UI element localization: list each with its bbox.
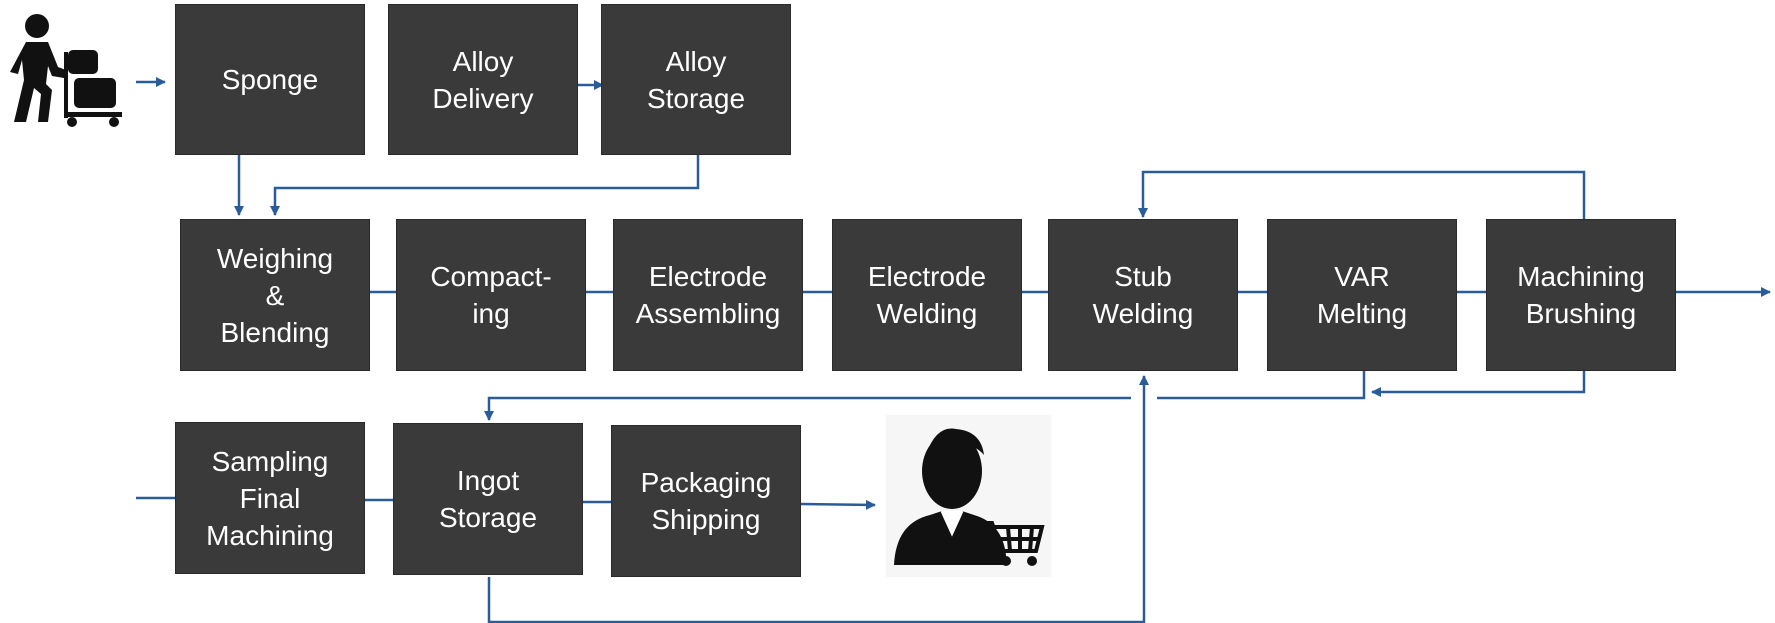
step-machining-brushing-label: Machining Brushing xyxy=(1517,261,1645,329)
step-sampling-final-machining: Sampling Final Machining xyxy=(175,422,365,574)
step-ingot-storage: Ingot Storage xyxy=(393,423,583,575)
step-electrode-assembling: Electrode Assembling xyxy=(613,219,803,371)
step-electrode-assembling-label: Electrode Assembling xyxy=(635,261,781,329)
step-sampling-final-machining-label: Sampling Final Machining xyxy=(206,445,334,551)
step-sponge-label: Sponge xyxy=(221,64,319,95)
step-packaging-shipping: Packaging Shipping xyxy=(611,425,801,577)
arrow-to-ingot-storage xyxy=(484,396,1131,421)
arrow-alloystorage-to-weighing xyxy=(270,155,700,216)
step-electrode-welding: Electrode Welding xyxy=(832,219,1022,371)
arrow-packaging-to-customer xyxy=(800,499,876,510)
arrow-machining-return xyxy=(1371,371,1586,397)
step-electrode-welding-label: Electrode Welding xyxy=(867,261,987,329)
arrow-machining-loop-to-stub xyxy=(1138,170,1586,219)
step-packaging-shipping-label: Packaging Shipping xyxy=(640,467,772,535)
step-var-melting: VAR Melting xyxy=(1267,219,1457,371)
step-ingot-storage-label: Ingot Storage xyxy=(438,465,538,533)
arrow-ingot-loop-to-stub xyxy=(487,375,1149,623)
line-var-bottom xyxy=(1157,371,1366,400)
step-stub-welding: Stub Welding xyxy=(1048,219,1238,371)
step-weighing-blending: Weighing & Blending xyxy=(180,219,370,371)
step-machining-brushing: Machining Brushing xyxy=(1486,219,1676,371)
step-alloy-delivery-label: Alloy Delivery xyxy=(432,45,534,114)
step-var-melting-label: VAR Melting xyxy=(1316,261,1408,329)
step-sponge: Sponge xyxy=(175,4,365,155)
step-alloy-delivery: Alloy Delivery xyxy=(388,4,578,155)
step-compacting: Compact- ing xyxy=(396,219,586,371)
step-weighing-blending-label: Weighing & Blending xyxy=(216,242,334,348)
step-compacting-label: Compact- ing xyxy=(430,261,552,329)
step-stub-welding-label: Stub Welding xyxy=(1092,261,1194,329)
step-alloy-storage: Alloy Storage xyxy=(601,4,791,155)
customer-with-shopping-cart-icon xyxy=(886,415,1051,577)
worker-with-luggage-cart-icon xyxy=(10,14,122,127)
step-alloy-storage-label: Alloy Storage xyxy=(646,45,746,114)
